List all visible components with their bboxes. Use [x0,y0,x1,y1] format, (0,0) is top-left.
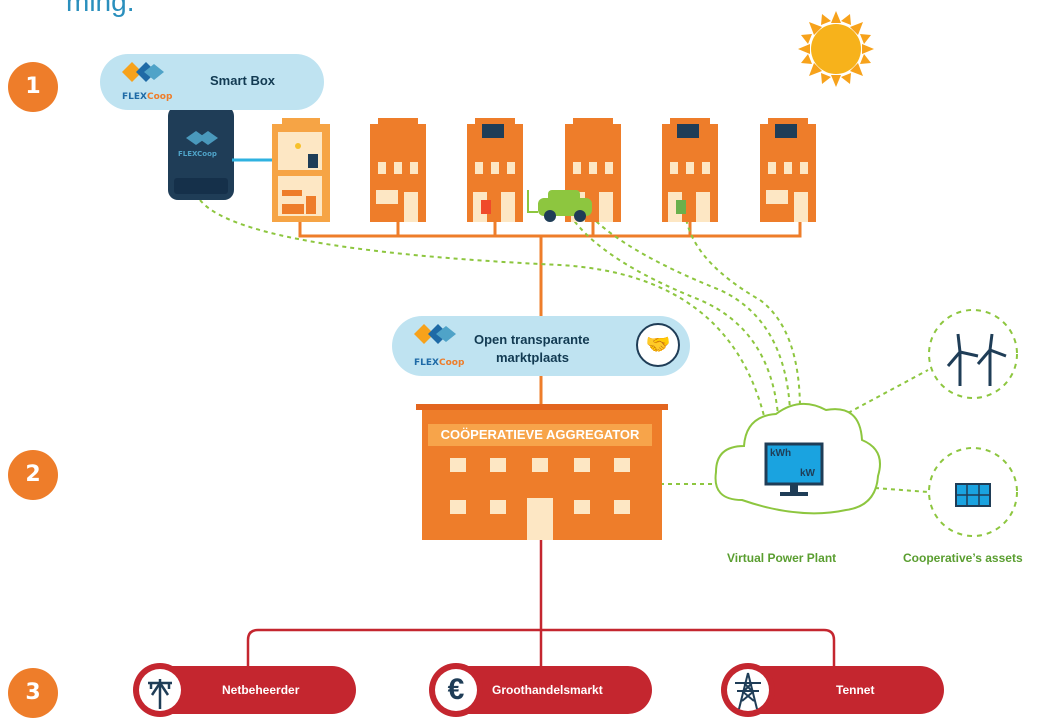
market-pill-groothandelsmarkt[interactable]: € Groothandelsmarkt [429,663,652,717]
data-connection-lines [199,199,929,493]
marketplace-label-line2: marktplaats [496,350,569,365]
header-partial-text: ming. [66,0,135,17]
utility-pole-icon [133,663,187,717]
vpp-screen-kwh: kWh [770,448,792,459]
wind-turbine-asset [928,309,1018,399]
house-connection-lines [298,220,802,406]
euro-symbol: € [435,669,477,711]
flexcoop-logo-icon [414,324,456,344]
smart-box-pill [100,54,324,110]
market-connection-lines [246,540,836,666]
step-badge-1: 1 [8,62,58,112]
smart-box-device [168,106,312,200]
vpp-screen-kw: kW [800,468,815,479]
virtual-power-plant-cloud [714,403,881,515]
marketplace-logo-text: FLEXCoop [414,358,465,368]
marketplace-label-line1: Open transparante [474,332,590,347]
market-pill-netbeheerder[interactable]: Netbeheerder [133,663,356,717]
electric-car-icon [527,190,592,222]
houses [370,118,816,222]
transmission-tower-icon [721,663,775,717]
market-label-netbeheerder: Netbeheerder [222,683,300,697]
solar-panel-asset [928,447,1018,537]
flexcoop-logo-icon [122,62,164,82]
aggregator-title: COÖPERATIEVE AGGREGATOR [428,424,652,446]
step-badge-2: 2 [8,450,58,500]
step-badge-3: 3 [8,668,58,718]
house-cutaway [272,118,330,222]
smart-box-logo-text: FLEXCoop [122,92,173,102]
vpp-label: Virtual Power Plant [727,551,837,565]
sun-icon [798,11,874,87]
euro-icon: € [429,663,483,717]
assets-label: Cooperative’s assets [903,551,1023,565]
smart-box-label: Smart Box [210,73,276,88]
smart-box-device-logo: FLEXCoop [178,150,217,158]
market-pill-tennet[interactable]: Tennet [721,663,944,717]
handshake-icon: 🤝 [636,323,680,367]
market-label-groothandelsmarkt: Groothandelsmarkt [492,683,603,697]
market-label-tennet: Tennet [836,683,875,697]
